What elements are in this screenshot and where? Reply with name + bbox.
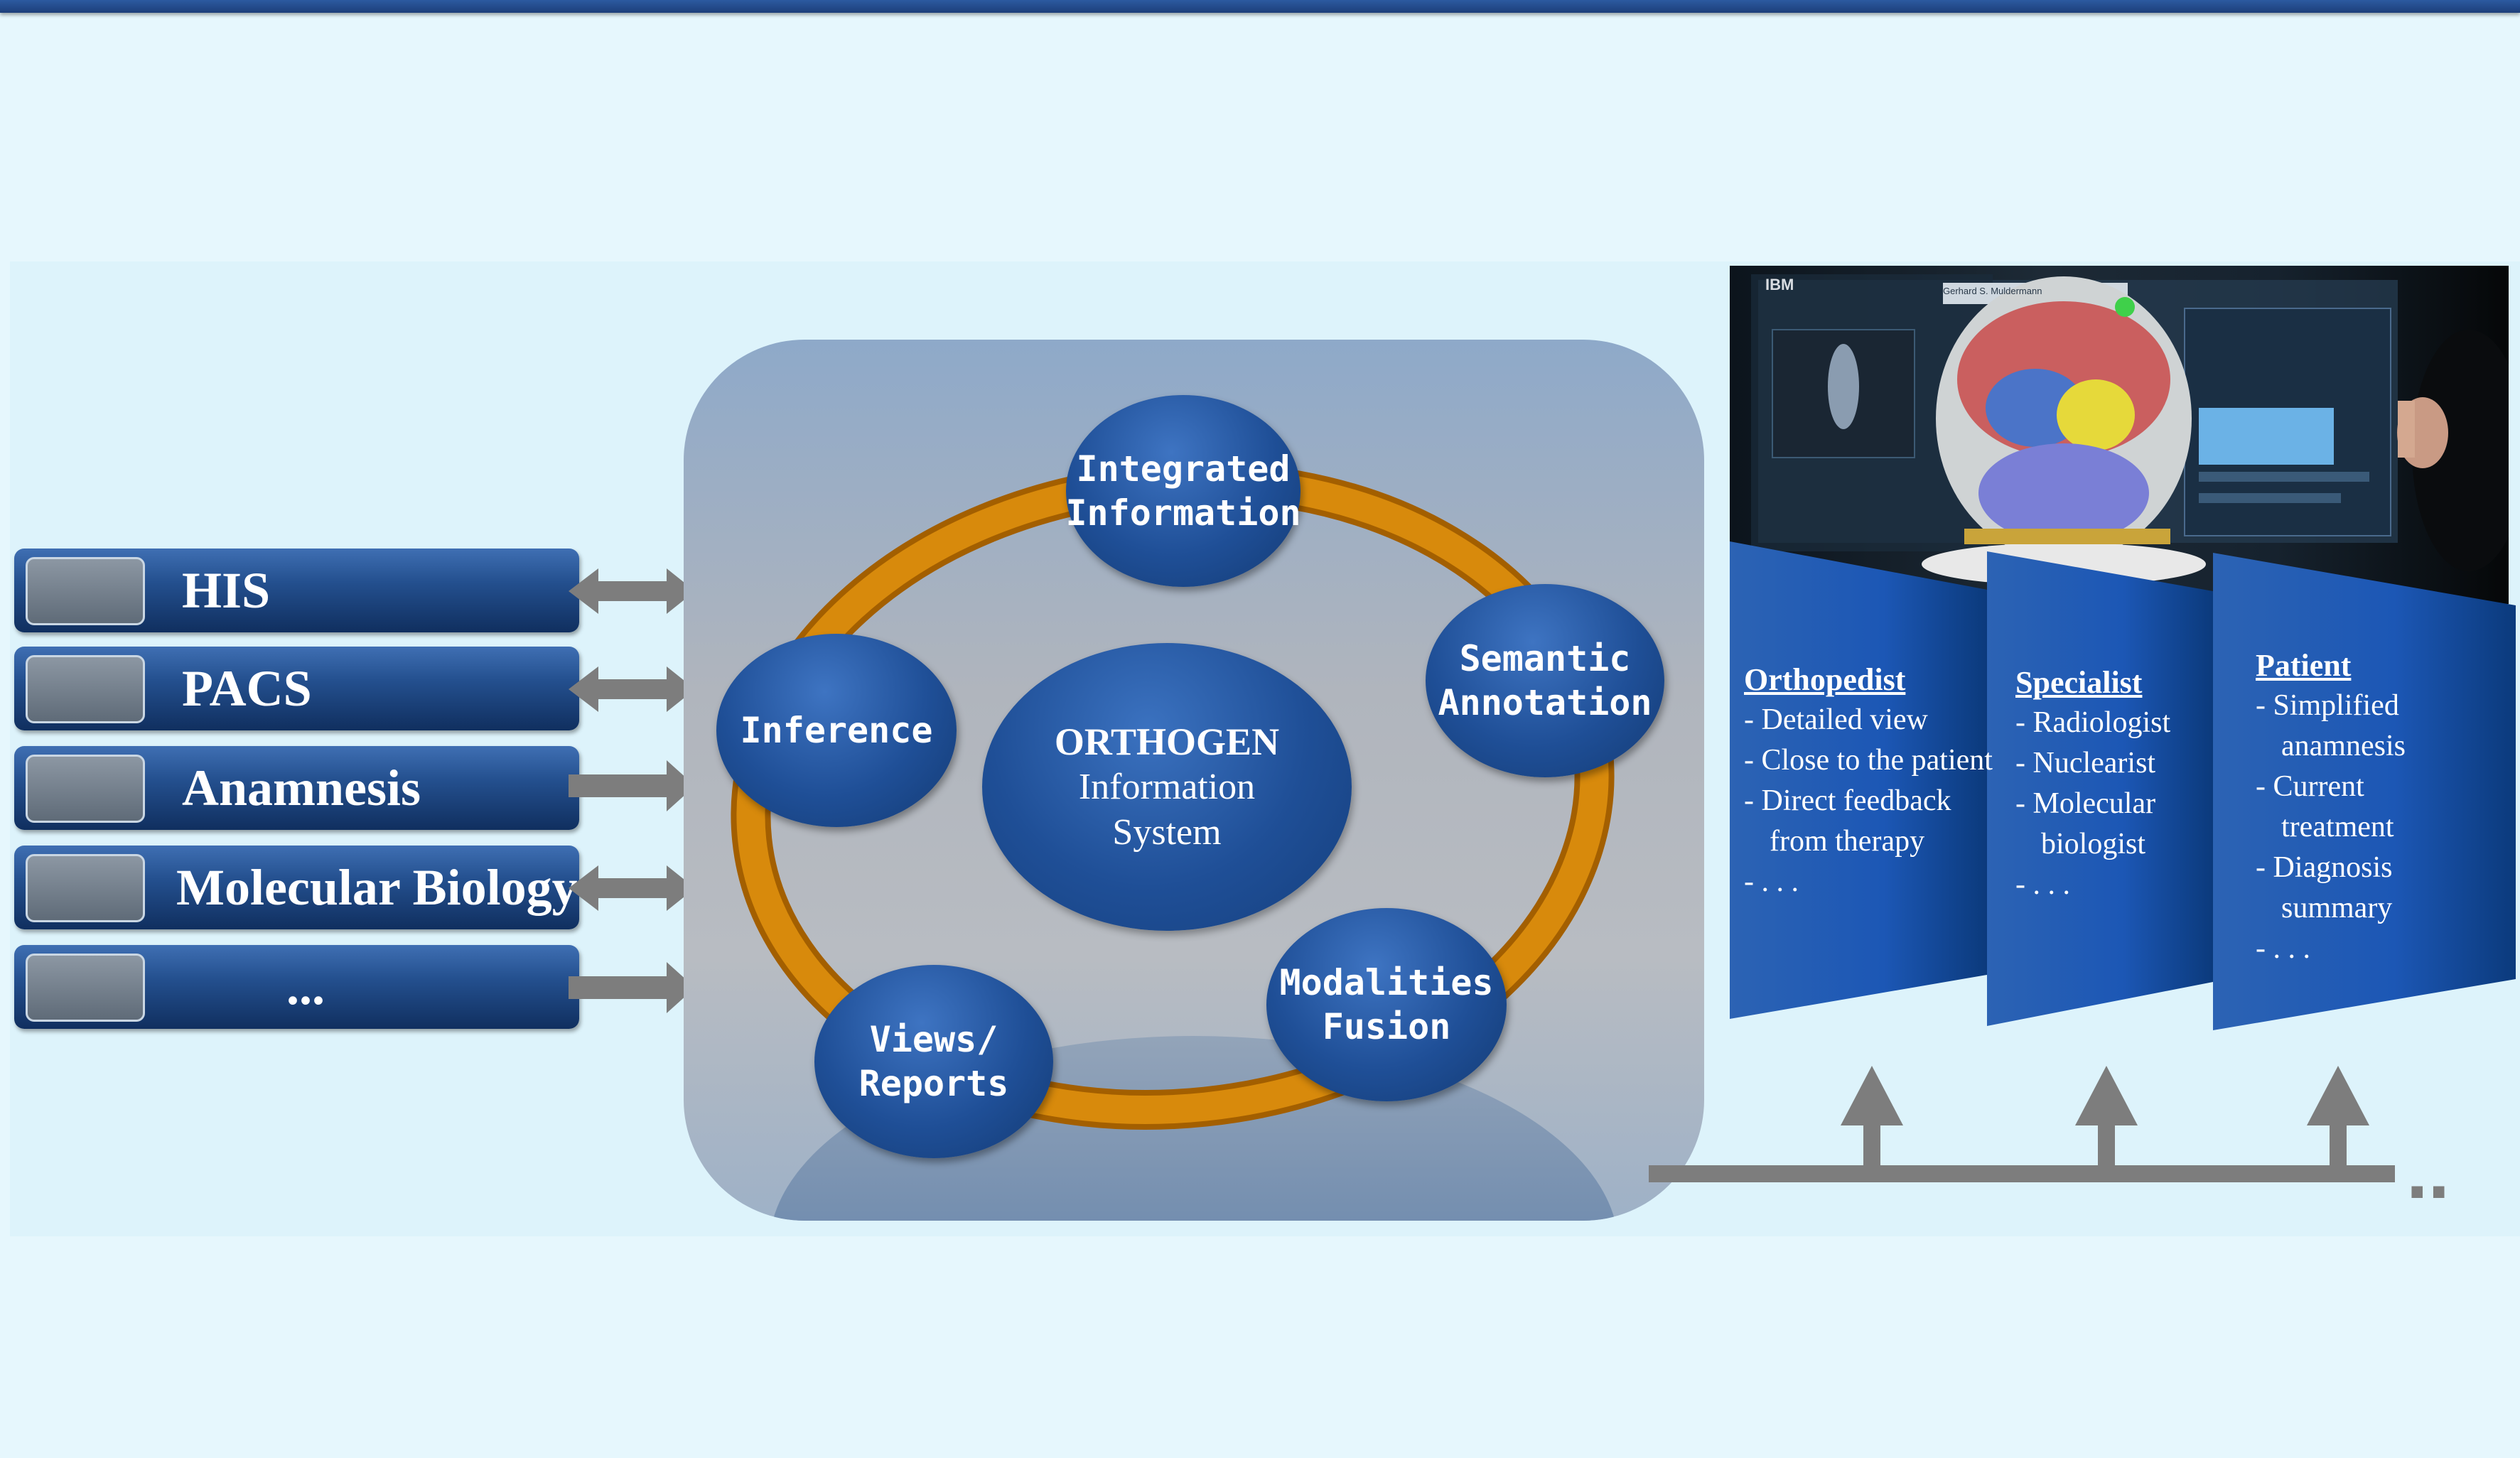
source-bar-pacs: PACS	[14, 647, 579, 730]
role-item: - Molecular biologist	[2015, 787, 2156, 860]
right-arrow	[569, 760, 695, 811]
timeline-line	[1649, 1165, 2395, 1182]
module-views-reports: Views/ Reports	[814, 965, 1053, 1158]
role-item: - Detailed view	[1744, 703, 1928, 736]
role-text-orthopedist: Orthopedist - Detailed view - Close to t…	[1744, 659, 2004, 902]
role-item: - Radiologist	[2015, 706, 2171, 739]
photo-brand-logo: IBM	[1765, 276, 1794, 293]
photo-patient-name: Gerhard S. Muldermann	[1943, 286, 2042, 296]
top-border	[0, 0, 2520, 13]
timeline-more: ..	[2406, 1128, 2450, 1215]
role-item: - . . .	[1744, 865, 1799, 898]
source-label: ...	[286, 958, 325, 1015]
timeline-arrow-head	[1841, 1066, 1903, 1125]
role-text-specialist: Specialist - Radiologist - Nuclearist - …	[2015, 662, 2226, 905]
source-bar-knob	[26, 854, 145, 922]
bidirectional-arrow	[569, 568, 695, 614]
core-title: ORTHOGEN	[1054, 720, 1280, 763]
core-subtitle-line2: System	[1112, 811, 1222, 853]
module-semantic-annotation: Semantic Annotation	[1426, 584, 1664, 777]
display-photo: IBM Gerhard S. Muldermann	[1730, 266, 2509, 604]
source-bar-more: ...	[14, 945, 579, 1029]
role-title: Specialist	[2015, 665, 2143, 700]
timeline-arrow-head	[2075, 1066, 2138, 1125]
module-integrated-information: Integrated Information	[1065, 395, 1301, 587]
source-label: HIS	[182, 562, 271, 619]
role-item: - . . .	[2256, 932, 2310, 965]
module-label: Inference	[740, 710, 933, 751]
right-arrow	[569, 962, 695, 1013]
role-card-patient	[2213, 553, 2516, 1030]
module-modalities-fusion: Modalities Fusion	[1266, 908, 1507, 1101]
bidirectional-arrow	[569, 865, 695, 911]
source-bar-molecular-biology: Molecular Biology	[14, 846, 579, 929]
source-bar-knob	[26, 954, 145, 1022]
role-title: Patient	[2256, 648, 2352, 683]
role-item: - Direct feedback from therapy	[1744, 784, 1951, 858]
module-inference: Inference	[716, 634, 957, 827]
module-label: Semantic Annotation	[1438, 638, 1652, 723]
module-label: Integrated Information	[1065, 448, 1301, 534]
role-item: - Nuclearist	[2015, 747, 2156, 779]
source-bar-knob	[26, 755, 145, 823]
role-title: Orthopedist	[1744, 662, 1906, 697]
bidirectional-arrow	[569, 666, 695, 712]
role-item: - . . .	[2015, 868, 2070, 901]
source-bar-his: HIS	[14, 549, 579, 632]
role-item: - Current treatment	[2256, 770, 2394, 843]
module-label: Views/ Reports	[858, 1019, 1009, 1104]
photo-illustration	[1751, 274, 2509, 585]
source-bar-knob	[26, 557, 145, 625]
timeline-arrow-head	[2307, 1066, 2369, 1125]
role-item: - Close to the patient	[1744, 744, 1993, 777]
orthogen-core: ORTHOGEN Information System	[982, 643, 1352, 931]
role-item: - Diagnosis summary	[2256, 851, 2393, 924]
role-item: - Simplified anamnesis	[2256, 689, 2406, 762]
role-card-specialist	[1987, 551, 2213, 1026]
role-card-orthopedist	[1730, 541, 1987, 1019]
core-subtitle-line1: Information	[1078, 766, 1256, 807]
source-label: PACS	[182, 660, 312, 717]
source-label: Molecular Biology	[176, 859, 578, 916]
module-label: Modalities Fusion	[1279, 962, 1494, 1047]
source-label: Anamnesis	[182, 760, 421, 816]
source-bar-anamnesis: Anamnesis	[14, 746, 579, 830]
source-bar-knob	[26, 655, 145, 723]
role-text-patient: Patient - Simplified anamnesis - Current…	[2256, 645, 2466, 969]
